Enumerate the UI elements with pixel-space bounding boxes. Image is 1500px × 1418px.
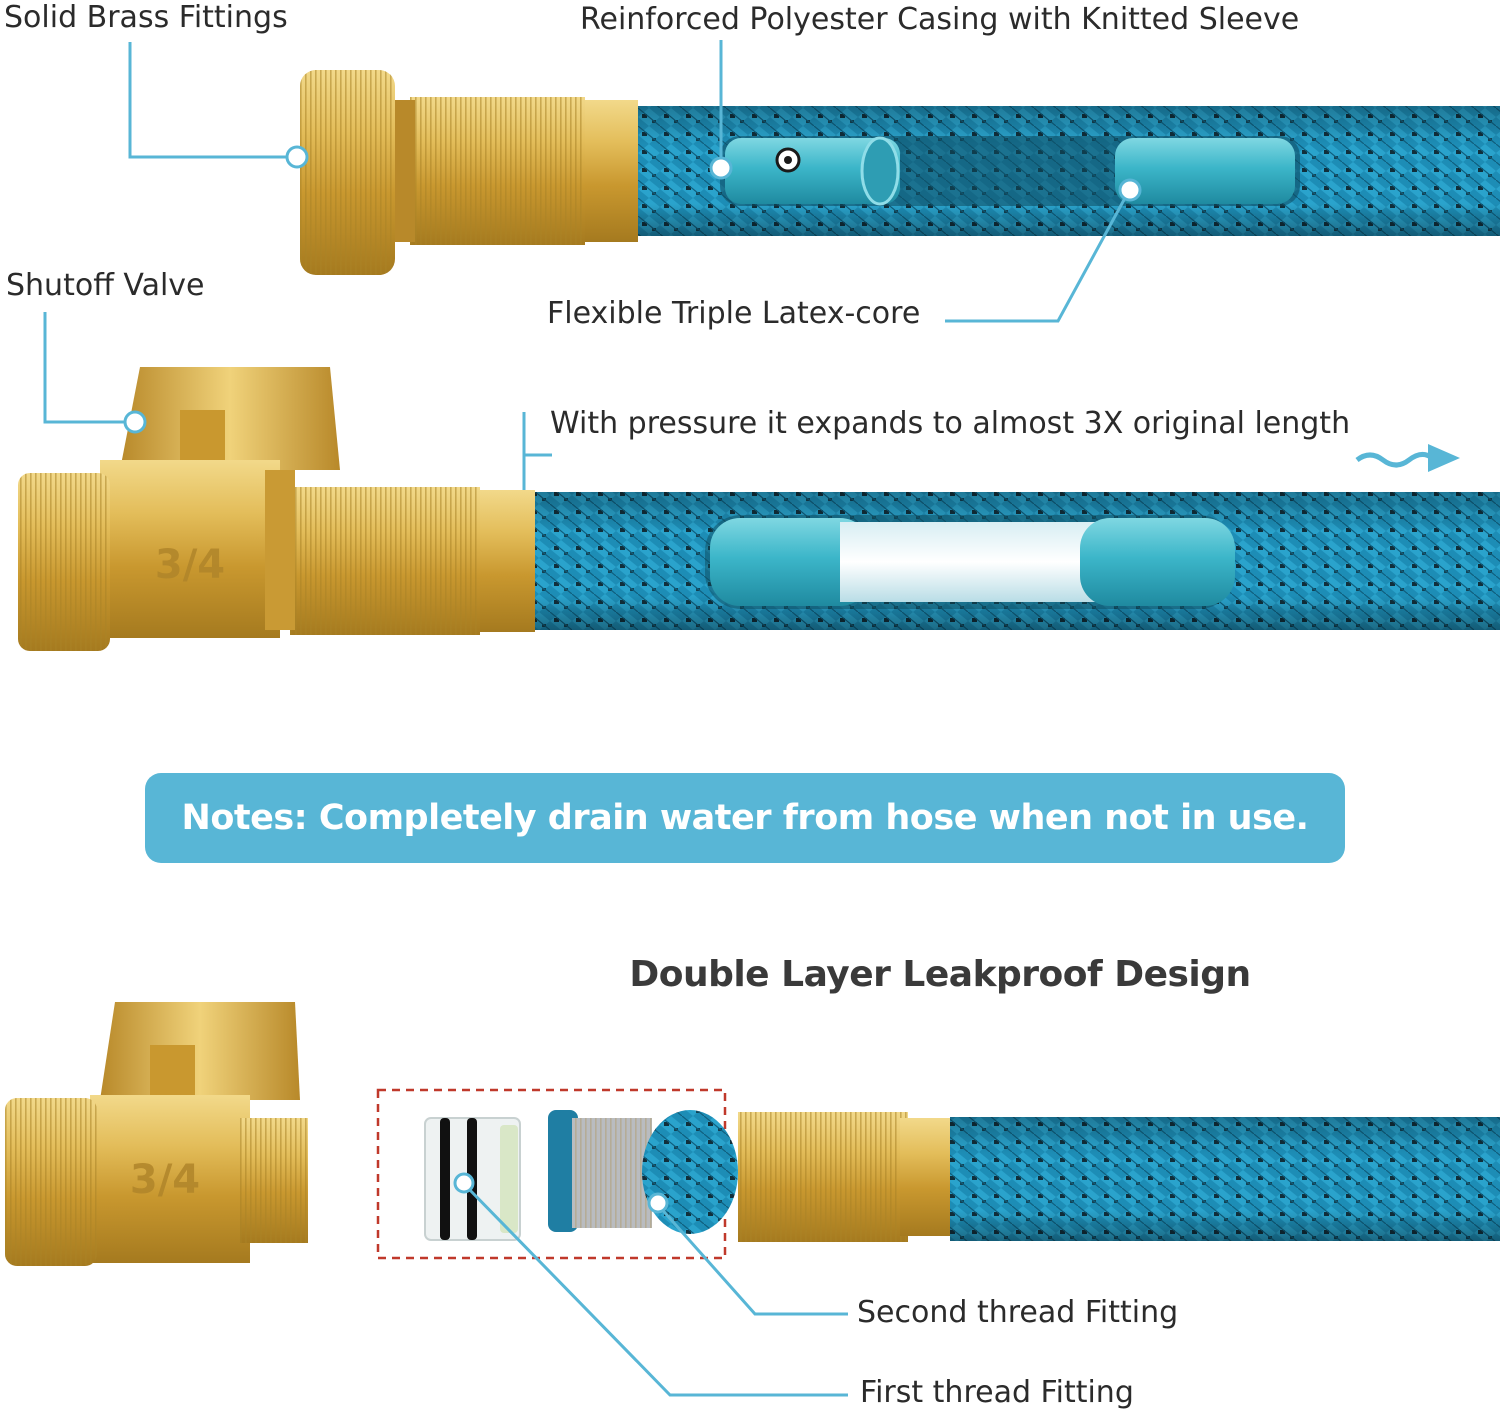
leakproof-parts-box bbox=[376, 1088, 727, 1260]
dot-marker-icon bbox=[1118, 178, 1142, 202]
callout-first-thread-line bbox=[463, 1183, 848, 1397]
bottom-hose-braided-casing bbox=[950, 1117, 1500, 1241]
dot-marker-icon bbox=[123, 410, 147, 434]
top-hose-latex-core-cutaway bbox=[720, 136, 1300, 206]
bottom-hose-assembly: 3/4 bbox=[5, 1002, 1500, 1266]
middle-hose-expanded-core-cutaway bbox=[705, 515, 1235, 609]
label-reinforced-casing: Reinforced Polyester Casing with Knitted… bbox=[580, 2, 1300, 37]
notes-banner: Notes: Completely drain water from hose … bbox=[145, 773, 1345, 863]
middle-hose-assembly: 3/4 bbox=[18, 367, 1500, 651]
callout-brass-fittings-line bbox=[128, 42, 287, 159]
label-shutoff-valve: Shutoff Valve bbox=[6, 268, 205, 303]
dot-marker-icon bbox=[453, 1172, 475, 1194]
dot-marker-icon bbox=[285, 145, 309, 169]
label-pressure-expansion: With pressure it expands to almost 3X or… bbox=[550, 406, 1351, 441]
label-second-thread-fitting: Second thread Fitting bbox=[857, 1295, 1179, 1330]
valve-size-marking-bottom: 3/4 bbox=[130, 1157, 200, 1203]
label-solid-brass-fittings: Solid Brass Fittings bbox=[4, 0, 288, 35]
section-heading: Double Layer Leakproof Design bbox=[629, 954, 1251, 995]
notes-text: Notes: Completely drain water from hose … bbox=[181, 798, 1309, 838]
top-brass-coupling bbox=[300, 70, 638, 275]
label-first-thread-fitting: First thread Fitting bbox=[860, 1375, 1134, 1410]
dot-marker-icon bbox=[647, 1192, 669, 1214]
wavy-arrow-icon bbox=[1355, 444, 1460, 472]
label-latex-core: Flexible Triple Latex-core bbox=[547, 296, 921, 331]
callout-latex-core-line bbox=[945, 197, 1127, 323]
callout-shutoff-valve-line bbox=[43, 312, 125, 424]
bottom-shutoff-valve: 3/4 bbox=[5, 1002, 308, 1266]
valve-size-marking: 3/4 bbox=[155, 542, 225, 588]
middle-brass-coupling bbox=[290, 487, 535, 635]
callout-lines bbox=[43, 40, 1127, 1397]
dot-marker-icon bbox=[709, 156, 733, 180]
middle-shutoff-valve: 3/4 bbox=[18, 367, 340, 651]
callout-second-thread-line bbox=[656, 1204, 848, 1316]
inner-fitting-with-braid bbox=[548, 1110, 738, 1234]
top-hose-assembly bbox=[300, 70, 1500, 275]
callout-dot-markers bbox=[123, 145, 1142, 1214]
bottom-brass-coupling bbox=[738, 1112, 955, 1242]
